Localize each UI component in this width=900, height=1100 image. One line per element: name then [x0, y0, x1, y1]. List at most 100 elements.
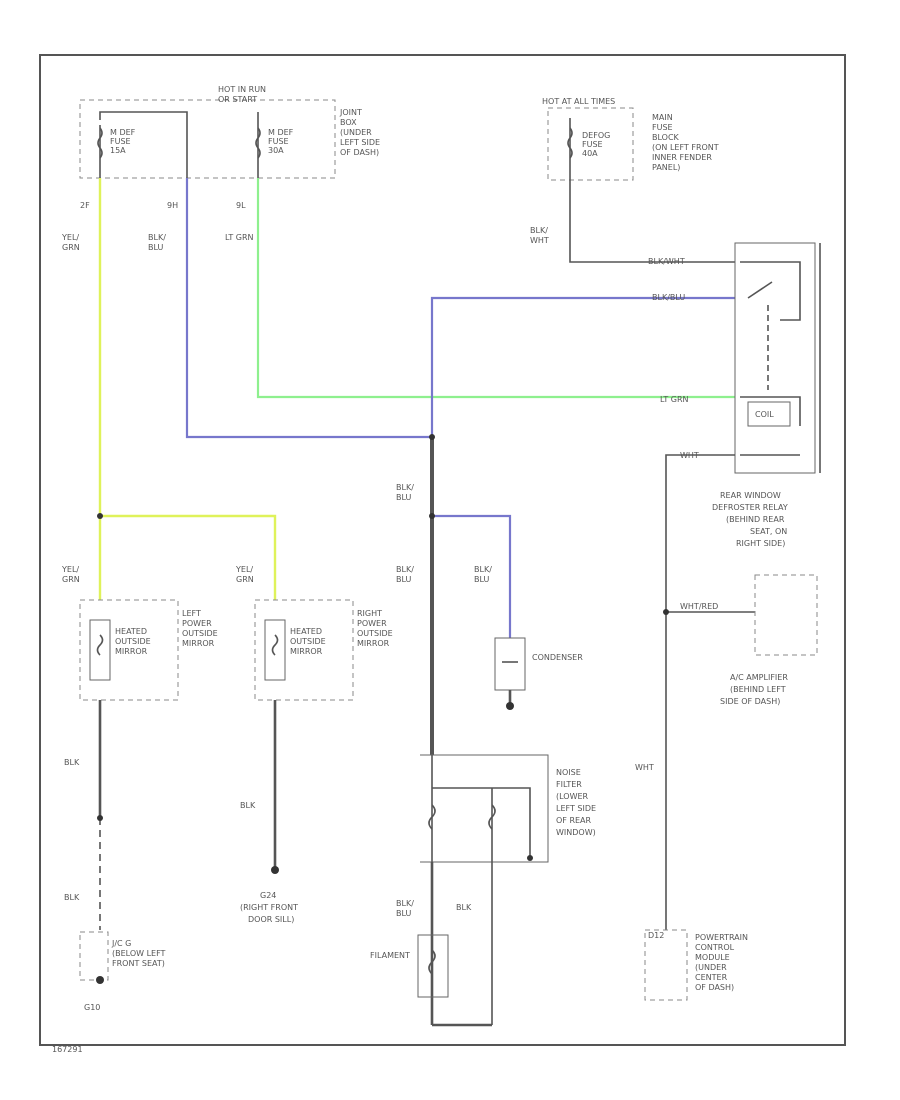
right-mirror-box: [254, 599, 354, 701]
wire-blk-blu-junction: [185, 178, 432, 439]
right-heated-mirror-1: HEATED: [290, 627, 322, 636]
relay-switch-arm: [747, 281, 773, 299]
defog-fuse-label-3: 40A: [582, 149, 598, 158]
main-fuse-block: [547, 107, 634, 181]
wire-lt-grn-label: LT GRN: [225, 233, 254, 242]
left-mirror-label-2: POWER: [182, 619, 212, 628]
wire-blk-blu-label-1: BLK/: [148, 233, 166, 242]
ac-amplifier: [754, 574, 818, 656]
splice-dot: [97, 513, 103, 519]
g24-label-3: DOOR SILL): [248, 915, 294, 924]
fuse-2-label-2: FUSE: [268, 137, 289, 146]
filament-wire-label-2: BLU: [396, 909, 412, 918]
left-mirror-wire-label-2: GRN: [62, 575, 80, 584]
left-mirror-wire-label-1: YEL/: [61, 565, 79, 574]
ac-amp-label-3: SIDE OF DASH): [720, 697, 780, 706]
g101-label-3: FRONT SEAT): [112, 959, 165, 968]
right-heated-mirror-3: MIRROR: [290, 647, 323, 656]
junction-block-label-2: BOX: [340, 118, 357, 127]
relay-lt-grn-label: LT GRN: [660, 395, 689, 404]
pin-9h: 9H: [167, 201, 178, 210]
left-mirror-label-4: MIRROR: [182, 639, 215, 648]
defroster-relay: [734, 242, 816, 474]
junction-block-label-4: LEFT SIDE: [340, 138, 380, 147]
ground-point: [271, 866, 279, 874]
wire-wht: [665, 454, 735, 930]
wire-blk-wht: [569, 180, 735, 263]
pcm-label-3: MODULE: [695, 953, 730, 962]
g101-box: [79, 931, 109, 981]
hot-all-times-label: HOT AT ALL TIMES: [542, 97, 615, 106]
wire-wht-label: WHT: [635, 763, 654, 772]
splice-dot: [429, 513, 435, 519]
pcm-label-6: OF DASH): [695, 983, 734, 992]
wire-blk-blu-overlay: [430, 437, 434, 755]
left-mirror-box: [79, 599, 179, 701]
main-fuse-block-label-1: MAIN: [652, 113, 673, 122]
relay-coil: [747, 401, 791, 427]
right-mirror-label-4: MIRROR: [357, 639, 390, 648]
junction-block: [79, 99, 336, 179]
diagram-frame: [39, 54, 846, 1046]
wire-wht-red-label: WHT/RED: [680, 602, 718, 611]
pcm-pin: D12: [648, 931, 664, 940]
left-mirror-label-3: OUTSIDE: [182, 629, 218, 638]
wire-blk-blu-label-2: BLU: [148, 243, 164, 252]
filament-box: [417, 934, 449, 998]
splice-dot: [97, 815, 103, 821]
left-heated-mirror-1: HEATED: [115, 627, 147, 636]
defog-fuse-label-1: DEFOG: [582, 131, 610, 140]
pin-9l: 9L: [236, 201, 246, 210]
g101-ref: G10: [84, 1003, 100, 1012]
right-heated-mirror-2: OUTSIDE: [290, 637, 326, 646]
filament-label: FILAMENT: [370, 951, 410, 960]
relay-desc-1: REAR WINDOW: [720, 491, 781, 500]
main-fuse-block-label-2: FUSE: [652, 123, 673, 132]
relay-blk-blu-label: BLK/BLU: [652, 293, 685, 302]
right-mirror-wire-label-2: GRN: [236, 575, 254, 584]
splice-dot: [663, 609, 669, 615]
fuse-2-symbol: [255, 127, 261, 159]
pcm-label-1: POWERTRAIN: [695, 933, 748, 942]
left-mirror-heater-symbol: [96, 634, 104, 656]
splice-dot: [527, 855, 533, 861]
junction-block-label-3: (UNDER: [340, 128, 372, 137]
wire-yel-grn-branch: [100, 514, 277, 600]
noise-filter-outline: [420, 754, 549, 863]
g24-label-2: (RIGHT FRONT: [240, 903, 298, 912]
noise-filter-label-1: NOISE: [556, 768, 581, 777]
right-blk-label: BLK: [240, 801, 256, 810]
relay-coil-wire: [740, 396, 801, 426]
left-mirror-label-1: LEFT: [182, 609, 201, 618]
pcm-label-5: CENTER: [695, 973, 728, 982]
filament-wire-label-1: BLK/: [396, 899, 414, 908]
right-mirror-heater: [264, 619, 286, 681]
ac-amp-label-1: A/C AMPLIFIER: [730, 673, 788, 682]
fuse-1-label-2: FUSE: [110, 137, 131, 146]
filament-blk-label: BLK: [456, 903, 472, 912]
noise-filter-coil-1: [428, 804, 436, 830]
filament-symbol: [428, 949, 436, 975]
center-wire-label-1a: BLK/: [396, 483, 414, 492]
condenser-wire-label-1: BLK/: [474, 565, 492, 574]
left-mirror-heater: [89, 619, 111, 681]
right-mirror-heater-symbol: [271, 634, 279, 656]
hot-run-bus: [99, 111, 188, 178]
left-blk-label-1: BLK: [64, 758, 80, 767]
relay-coil-label: COIL: [755, 410, 774, 419]
pcm-label-2: CONTROL: [695, 943, 735, 952]
right-mirror-label-1: RIGHT: [357, 609, 382, 618]
wire-blk-wht-label-1: BLK/: [530, 226, 548, 235]
ground-point: [96, 976, 104, 984]
diagram-id: 167291: [52, 1045, 83, 1054]
fuse-1-label-1: M DEF: [110, 128, 136, 137]
left-heated-mirror-2: OUTSIDE: [115, 637, 151, 646]
wire-yel-grn-label-1: YEL/: [61, 233, 79, 242]
wire-blk-blu-condenser: [432, 514, 512, 638]
relay-blk-wht-label: BLK/WHT: [648, 257, 685, 266]
left-blk-label-2: BLK: [64, 893, 80, 902]
junction-block-label-1: JOINT: [339, 108, 362, 117]
main-fuse-block-label-4: (ON LEFT FRONT: [652, 143, 719, 152]
right-mirror-wire-label-1: YEL/: [235, 565, 253, 574]
center-wire-label-1b: BLU: [396, 493, 412, 502]
